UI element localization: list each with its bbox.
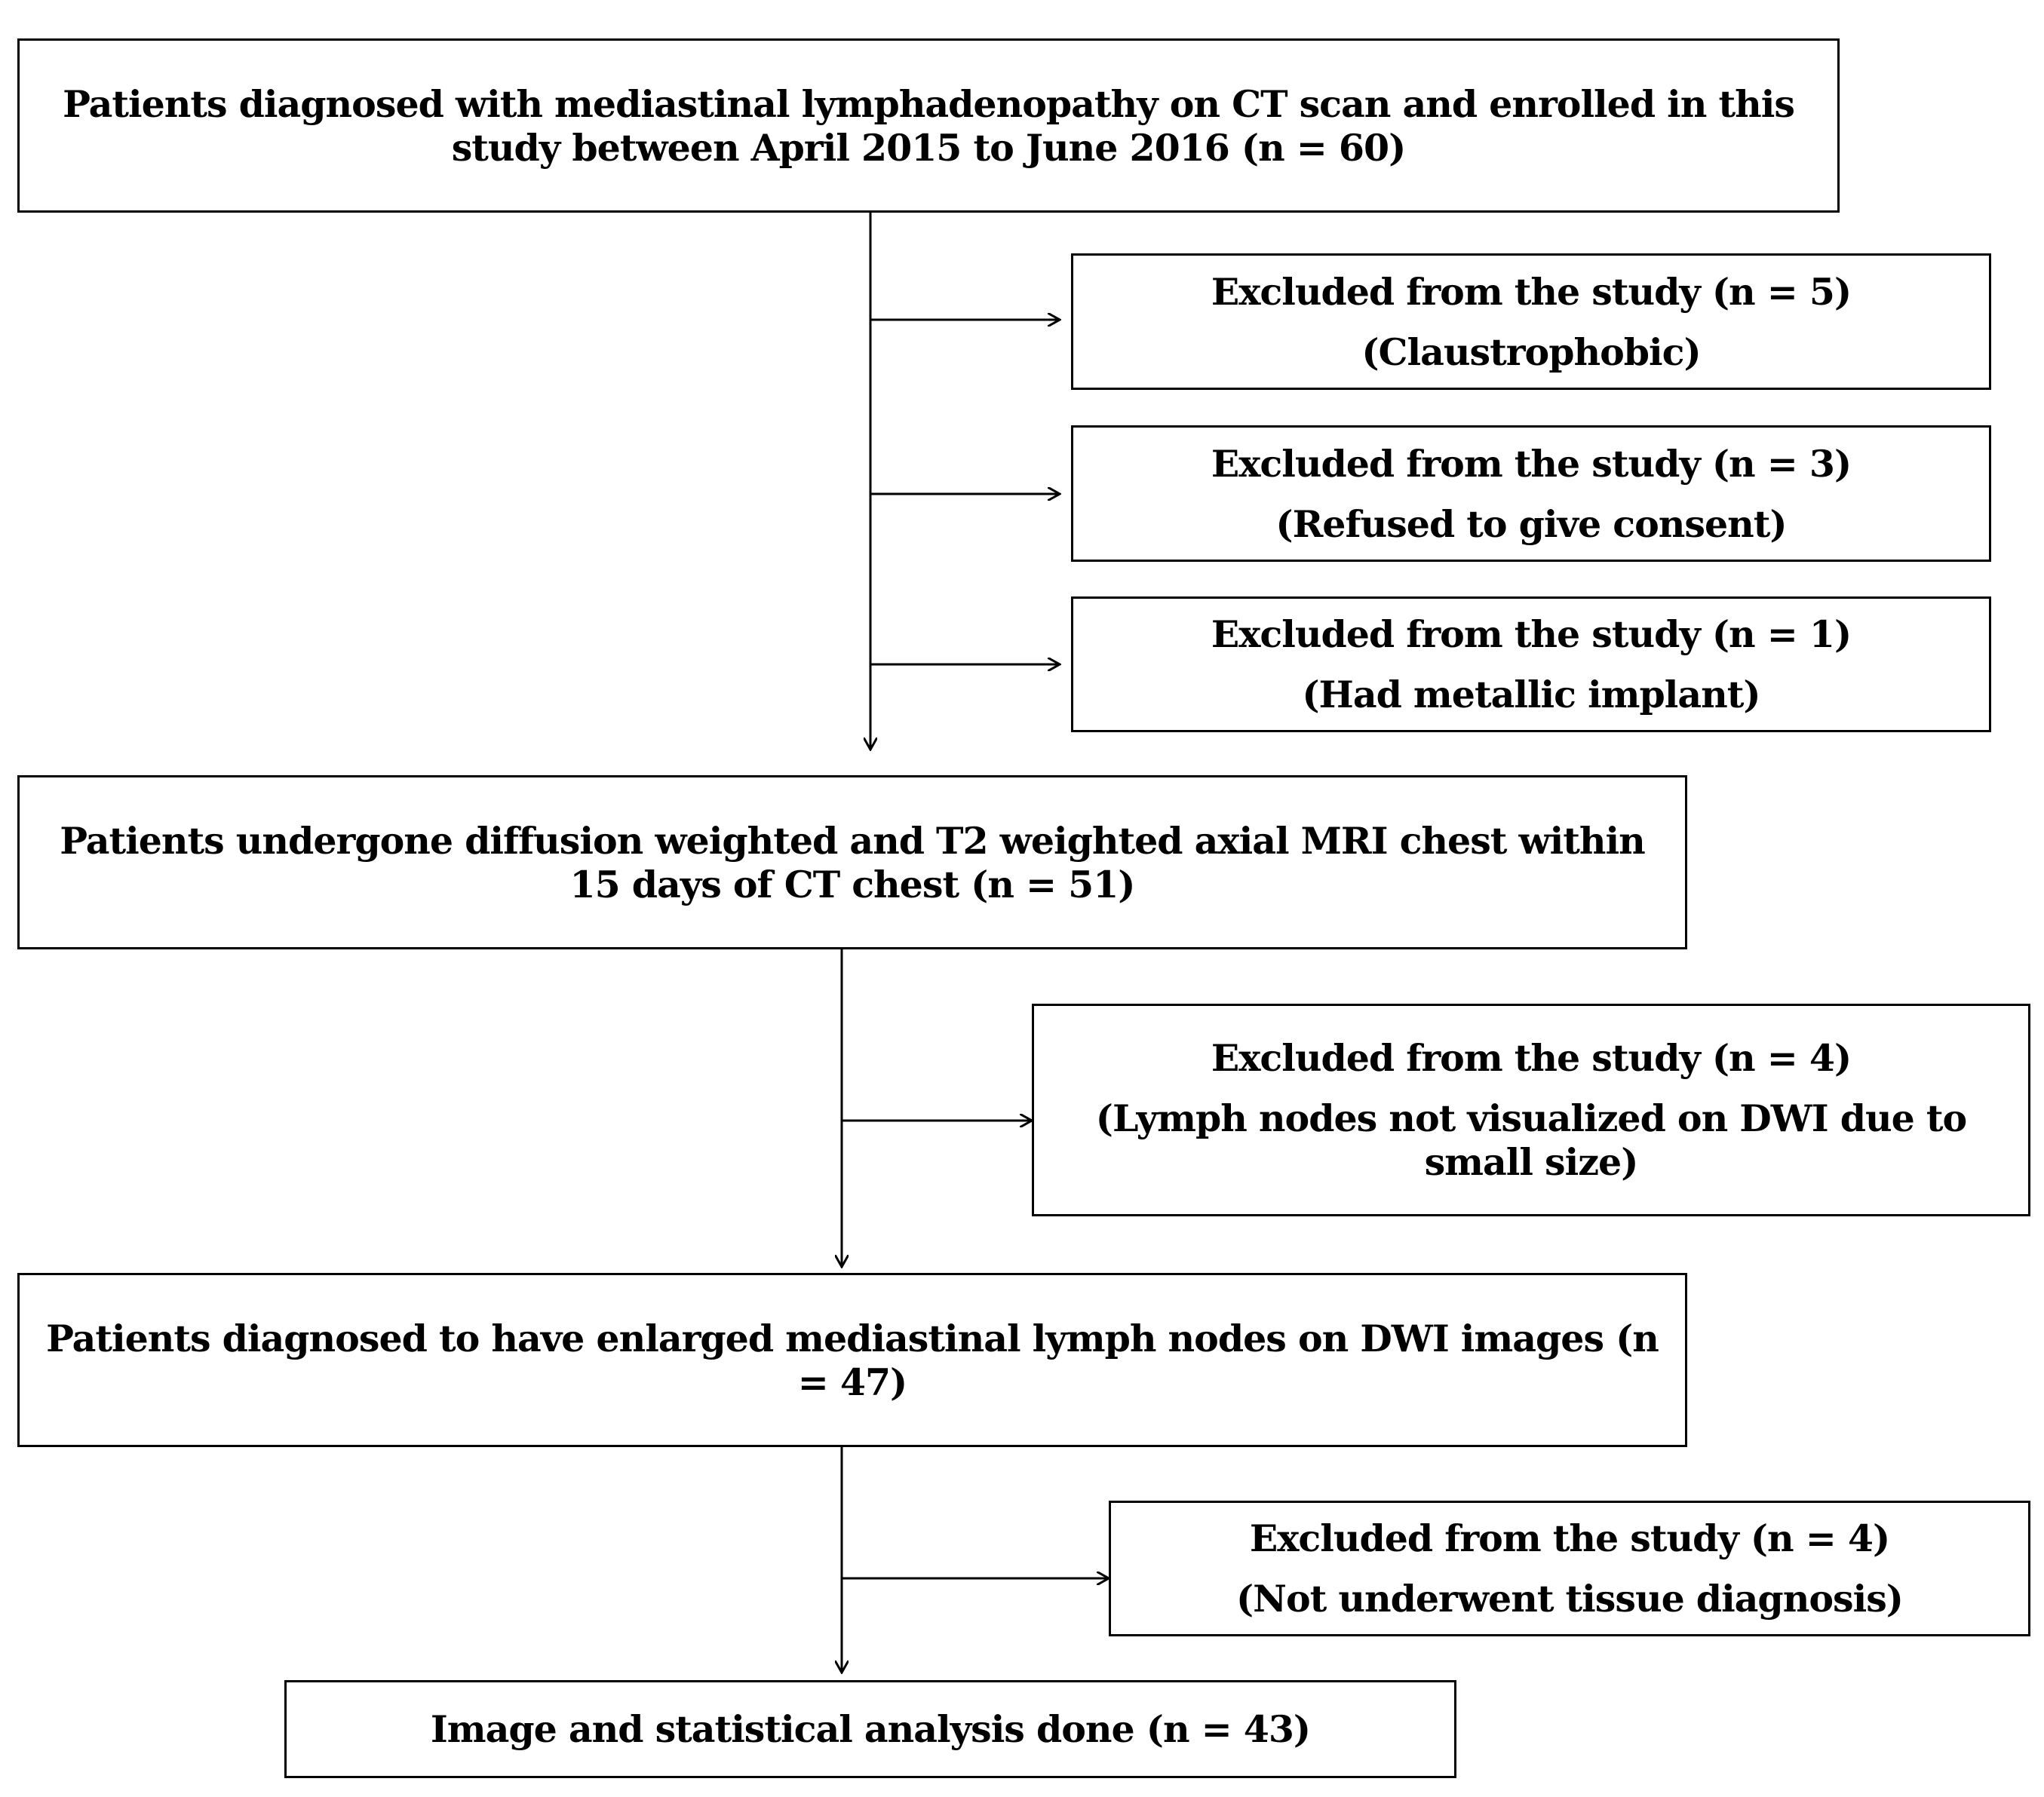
exclusion-reason: (Not underwent tissue diagnosis): [1236, 1577, 1904, 1621]
exclusion-reason: (Had metallic implant): [1302, 673, 1760, 716]
exclusion-title: Excluded from the study (n = 5): [1211, 269, 1852, 314]
exclusion-title: Excluded from the study (n = 3): [1211, 441, 1852, 486]
exclusion-box-implant: Excluded from the study (n = 1) (Had met…: [1071, 596, 1991, 732]
exclusion-box-claustrophobic: Excluded from the study (n = 5) (Claustr…: [1071, 253, 1991, 390]
step-box-dwi: Patients diagnosed to have enlarged medi…: [17, 1273, 1687, 1447]
step-box-enrolled: Patients diagnosed with mediastinal lymp…: [17, 38, 1840, 213]
exclusion-box-no-tissue: Excluded from the study (n = 4) (Not und…: [1109, 1501, 2030, 1636]
exclusion-reason: (Refused to give consent): [1275, 501, 1787, 546]
exclusion-title: Excluded from the study (n = 4): [1211, 1036, 1852, 1080]
exclusion-box-small-nodes: Excluded from the study (n = 4) (Lymph n…: [1032, 1004, 2030, 1216]
step-analysis-text: Image and statistical analysis done (n =…: [430, 1707, 1311, 1751]
step-box-analysis: Image and statistical analysis done (n =…: [284, 1680, 1456, 1778]
exclusion-reason: (Lymph nodes not visualized on DWI due t…: [1095, 1096, 1967, 1184]
exclusion-title: Excluded from the study (n = 4): [1249, 1516, 1890, 1560]
exclusion-box-consent: Excluded from the study (n = 3) (Refused…: [1071, 425, 1991, 562]
step-dwi-text: Patients diagnosed to have enlarged medi…: [46, 1316, 1659, 1404]
step-enrolled-text: Patients diagnosed with mediastinal lymp…: [63, 81, 1795, 170]
step-box-mri: Patients undergone diffusion weighted an…: [17, 775, 1687, 949]
step-mri-text: Patients undergone diffusion weighted an…: [60, 818, 1646, 906]
exclusion-reason: (Claustrophobic): [1361, 330, 1701, 374]
exclusion-title: Excluded from the study (n = 1): [1211, 612, 1852, 656]
